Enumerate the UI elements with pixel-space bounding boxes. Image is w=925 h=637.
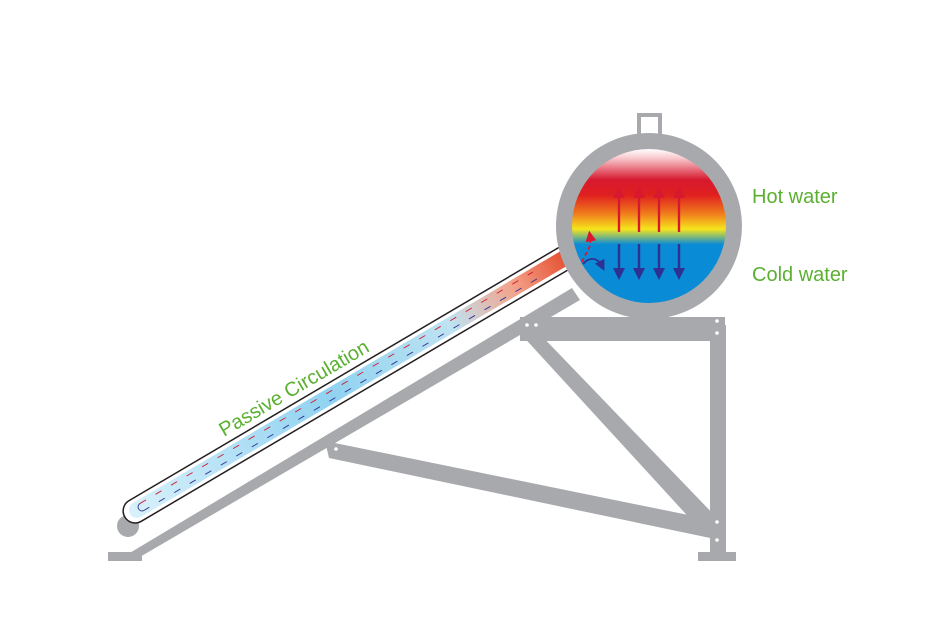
inlet-cold-arrow (582, 258, 605, 271)
tube-flow-down (143, 278, 538, 511)
tube-water (128, 247, 578, 518)
hot-water-label: Hot water (752, 186, 838, 208)
front-foot (108, 552, 142, 561)
tank-water (572, 149, 726, 303)
inlet-hot-arrow (581, 230, 597, 263)
rear-leg (710, 325, 726, 557)
diagonal-brace (519, 330, 719, 536)
down-arrow-icon (613, 244, 685, 280)
storage-tank (556, 113, 742, 319)
cold-water-label: Cold water (752, 264, 848, 286)
tank-cradle (520, 317, 725, 341)
horizontal-brace (325, 441, 715, 539)
rear-foot (698, 552, 736, 561)
up-arrow-icon (613, 186, 685, 232)
collector-rail (118, 288, 580, 561)
support-frame (108, 288, 736, 561)
frame-bolts (334, 300, 719, 542)
tube-flow-up (139, 271, 534, 504)
